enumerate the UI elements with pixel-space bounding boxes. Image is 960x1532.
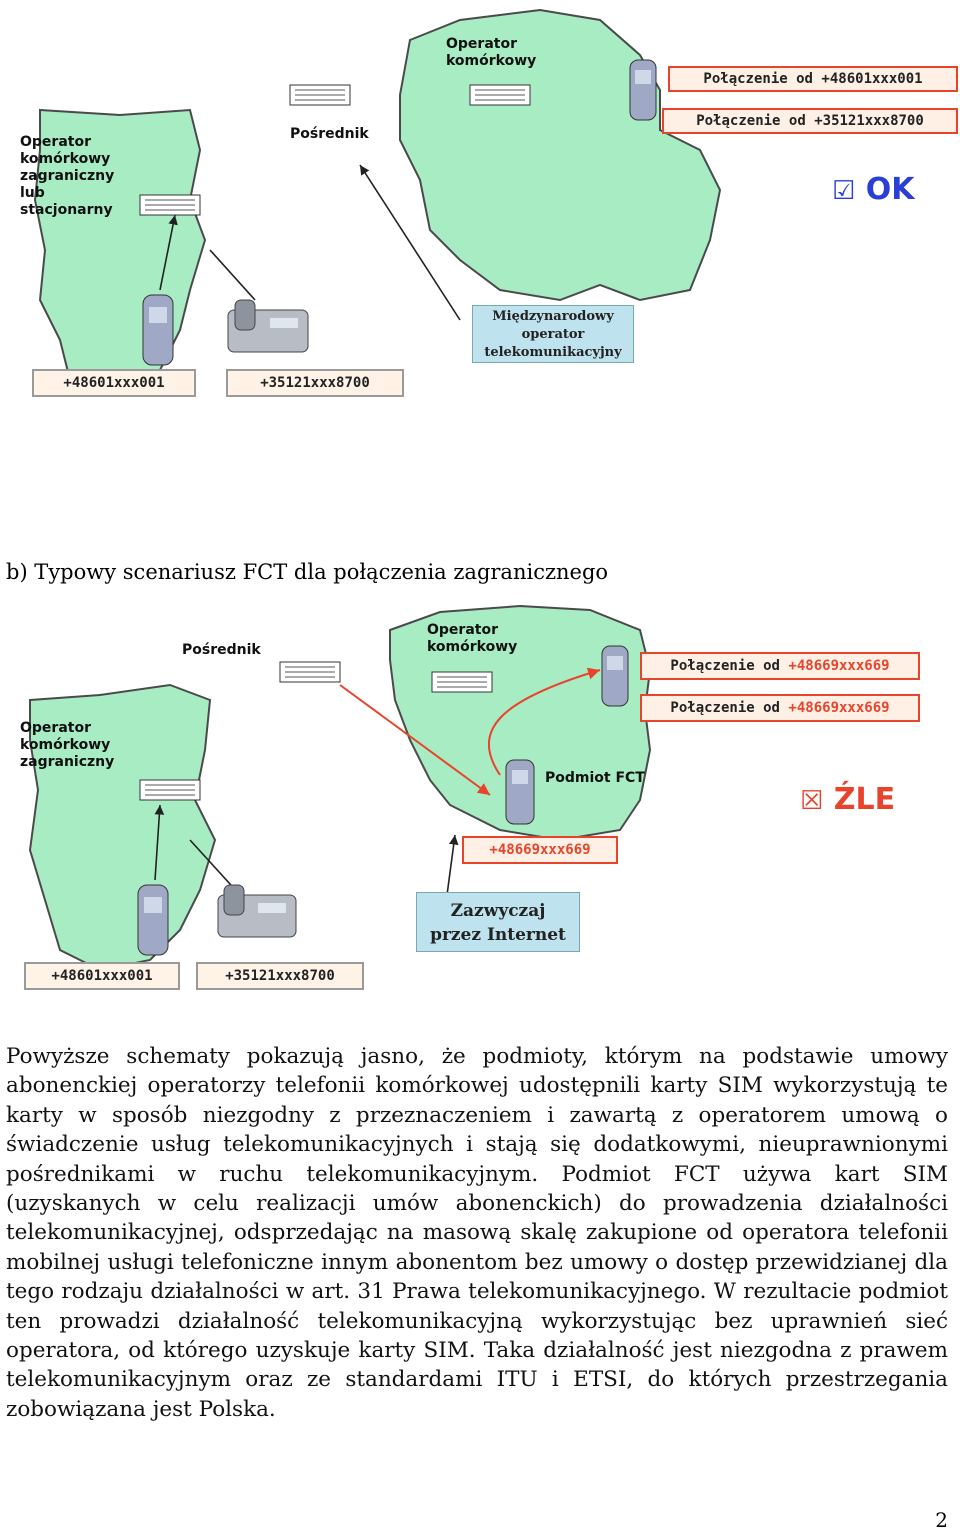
connector-line bbox=[359, 164, 461, 321]
status-ok: ☑ OK bbox=[832, 172, 915, 207]
figure-caption: b) Typowy scenariusz FCT dla połączenia … bbox=[6, 560, 609, 584]
mobile-phone-icon bbox=[137, 884, 169, 956]
portugal-map-shape bbox=[28, 683, 217, 972]
call-number: +48669xxx669 bbox=[788, 658, 890, 674]
number-box-left: +48601xxx001 bbox=[32, 369, 196, 397]
status-text: OK bbox=[865, 172, 915, 207]
label-operator-foreign: Operator komórkowy zagraniczny lub stacj… bbox=[20, 134, 115, 218]
server-icon bbox=[431, 671, 493, 693]
body-paragraph: Powyższe schematy pokazują jasno, że pod… bbox=[6, 1044, 948, 1422]
mobile-phone-icon bbox=[142, 294, 174, 366]
call-prefix: Połączenie od bbox=[670, 700, 789, 716]
diagram-b: Pośrednik Operator komórkowy Operator ko… bbox=[0, 590, 960, 1000]
diagram-a-map bbox=[33, 8, 722, 392]
call-prefix: Połączenie od bbox=[703, 71, 822, 87]
call-box-1: Połączenie od +48669xxx669 bbox=[640, 652, 920, 680]
internet-box: Zazwyczaj przez Internet bbox=[416, 892, 580, 952]
call-prefix: Połączenie od bbox=[670, 658, 789, 674]
red-call-path bbox=[487, 667, 601, 776]
call-box-2: Połączenie od +35121xxx8700 bbox=[662, 108, 958, 134]
server-icon bbox=[139, 194, 201, 216]
call-number: +48601xxx001 bbox=[821, 71, 923, 87]
call-box-2: Połączenie od +48669xxx669 bbox=[640, 694, 920, 722]
mobile-phone-icon bbox=[505, 759, 535, 825]
connector-line bbox=[159, 214, 178, 291]
label-fct-entity: Podmiot FCT bbox=[545, 770, 645, 786]
call-number: +48669xxx669 bbox=[788, 700, 890, 716]
mobile-phone-icon bbox=[629, 59, 657, 121]
connector-line bbox=[154, 804, 165, 881]
status-bad: ☒ ŹLE bbox=[800, 782, 895, 817]
desk-phone-icon bbox=[217, 884, 297, 938]
checkbox-crossed-icon: ☒ bbox=[800, 786, 824, 816]
diagram-a: Operator komórkowy Pośrednik Operator ko… bbox=[0, 0, 960, 440]
label-operator-mobile: Operator komórkowy bbox=[446, 36, 537, 69]
status-text: ŹLE bbox=[833, 782, 896, 817]
diagram-b-map bbox=[28, 604, 652, 972]
call-box-1: Połączenie od +48601xxx001 bbox=[668, 66, 958, 92]
server-icon bbox=[469, 84, 531, 106]
call-number: +35121xxx8700 bbox=[814, 113, 924, 129]
label-intermediary: Pośrednik bbox=[182, 642, 261, 658]
number-box-left: +48601xxx001 bbox=[24, 962, 180, 990]
call-prefix: Połączenie od bbox=[696, 113, 815, 129]
number-box-right: +35121xxx8700 bbox=[196, 962, 364, 990]
number-box-right: +35121xxx8700 bbox=[226, 369, 404, 397]
mobile-phone-icon bbox=[601, 645, 629, 707]
fct-number-box: +48669xxx669 bbox=[462, 836, 618, 864]
desk-phone-icon bbox=[227, 299, 309, 353]
server-icon bbox=[289, 84, 351, 106]
label-operator-mobile: Operator komórkowy bbox=[427, 622, 518, 655]
label-intermediary: Pośrednik bbox=[290, 126, 369, 142]
intl-operator-box: Międzynarodowy operator telekomunikacyjn… bbox=[472, 305, 634, 363]
server-icon bbox=[139, 779, 201, 801]
page-number: 2 bbox=[935, 1508, 948, 1532]
server-icon bbox=[279, 661, 341, 683]
checkbox-checked-icon: ☑ bbox=[832, 176, 856, 206]
label-operator-foreign: Operator komórkowy zagraniczny bbox=[20, 720, 115, 770]
red-call-path bbox=[339, 684, 491, 796]
connector-line bbox=[209, 249, 256, 301]
